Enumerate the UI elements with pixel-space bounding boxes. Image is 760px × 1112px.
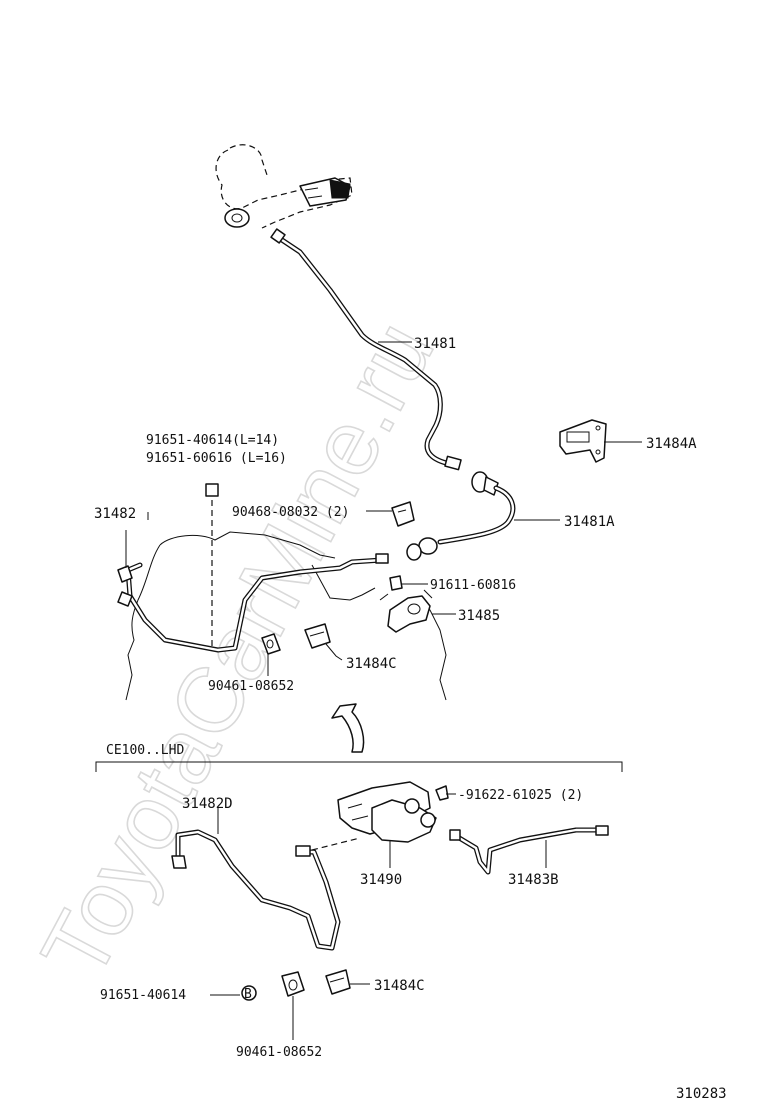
callout-31490: 31490 bbox=[360, 872, 402, 888]
bolt-b-marker-letter: B bbox=[244, 987, 252, 1002]
callout-31482: 31482 bbox=[94, 506, 136, 522]
callout-clamp-90461-upper: 90461-08652 bbox=[208, 679, 294, 694]
clutch-line-31483B bbox=[449, 825, 609, 875]
callout-31485: 31485 bbox=[458, 608, 500, 624]
callout-bolt-91651-lower: 91651-40614 bbox=[100, 988, 186, 1003]
clip-31484C-upper bbox=[304, 623, 331, 649]
bolt-b-marker-icon bbox=[241, 985, 257, 1001]
clutch-master-cylinder bbox=[215, 144, 353, 229]
callout-bolt-91611: 91611-60816 bbox=[430, 578, 516, 593]
clamp-90461-upper bbox=[261, 633, 281, 655]
callout-31481: 31481 bbox=[414, 336, 456, 352]
clip-31484C-lower bbox=[325, 969, 351, 995]
leader-lines bbox=[125, 341, 642, 1040]
transmission-outline bbox=[125, 531, 447, 701]
callout-clip-90468: 90468-08032 (2) bbox=[232, 505, 349, 520]
clutch-release-cylinder-31490 bbox=[337, 781, 449, 843]
clutch-line-31482D bbox=[171, 829, 341, 951]
view-arrow bbox=[331, 703, 365, 753]
callout-bolt-91651-60616: 91651-60616 (L=16) bbox=[146, 451, 287, 466]
clamp-90461-lower bbox=[281, 971, 305, 997]
section-divider bbox=[95, 761, 623, 772]
callout-bolt-91651-40614: 91651-40614(L=14) bbox=[146, 433, 279, 448]
bolt-91611-icon bbox=[389, 575, 403, 591]
bolt-91651-icon bbox=[205, 483, 219, 497]
watermark: ToyotaCarMine.ru bbox=[23, 305, 454, 994]
leader-31490 bbox=[311, 837, 361, 851]
section-label: CE100..LHD bbox=[106, 743, 184, 758]
clutch-line-31481 bbox=[270, 228, 462, 471]
clip-90468 bbox=[391, 501, 415, 527]
clutch-hose-31481A bbox=[406, 471, 516, 561]
callout-31483B: 31483B bbox=[508, 872, 559, 888]
bracket-31484A bbox=[559, 419, 607, 463]
bracket-31485 bbox=[379, 589, 433, 633]
diagram-code: 310283 bbox=[676, 1086, 727, 1102]
clutch-line-31482 bbox=[117, 553, 389, 653]
callout-31484A: 31484A bbox=[646, 436, 697, 452]
callout-clamp-90461-lower: 90461-08652 bbox=[236, 1045, 322, 1060]
callout-bolt-91622: -91622-61025 (2) bbox=[458, 788, 583, 803]
callout-31482D: 31482D bbox=[182, 796, 233, 812]
callout-31484C-lower: 31484C bbox=[374, 978, 425, 994]
callout-31484C-upper: 31484C bbox=[346, 656, 397, 672]
callout-31481A: 31481A bbox=[564, 514, 615, 530]
